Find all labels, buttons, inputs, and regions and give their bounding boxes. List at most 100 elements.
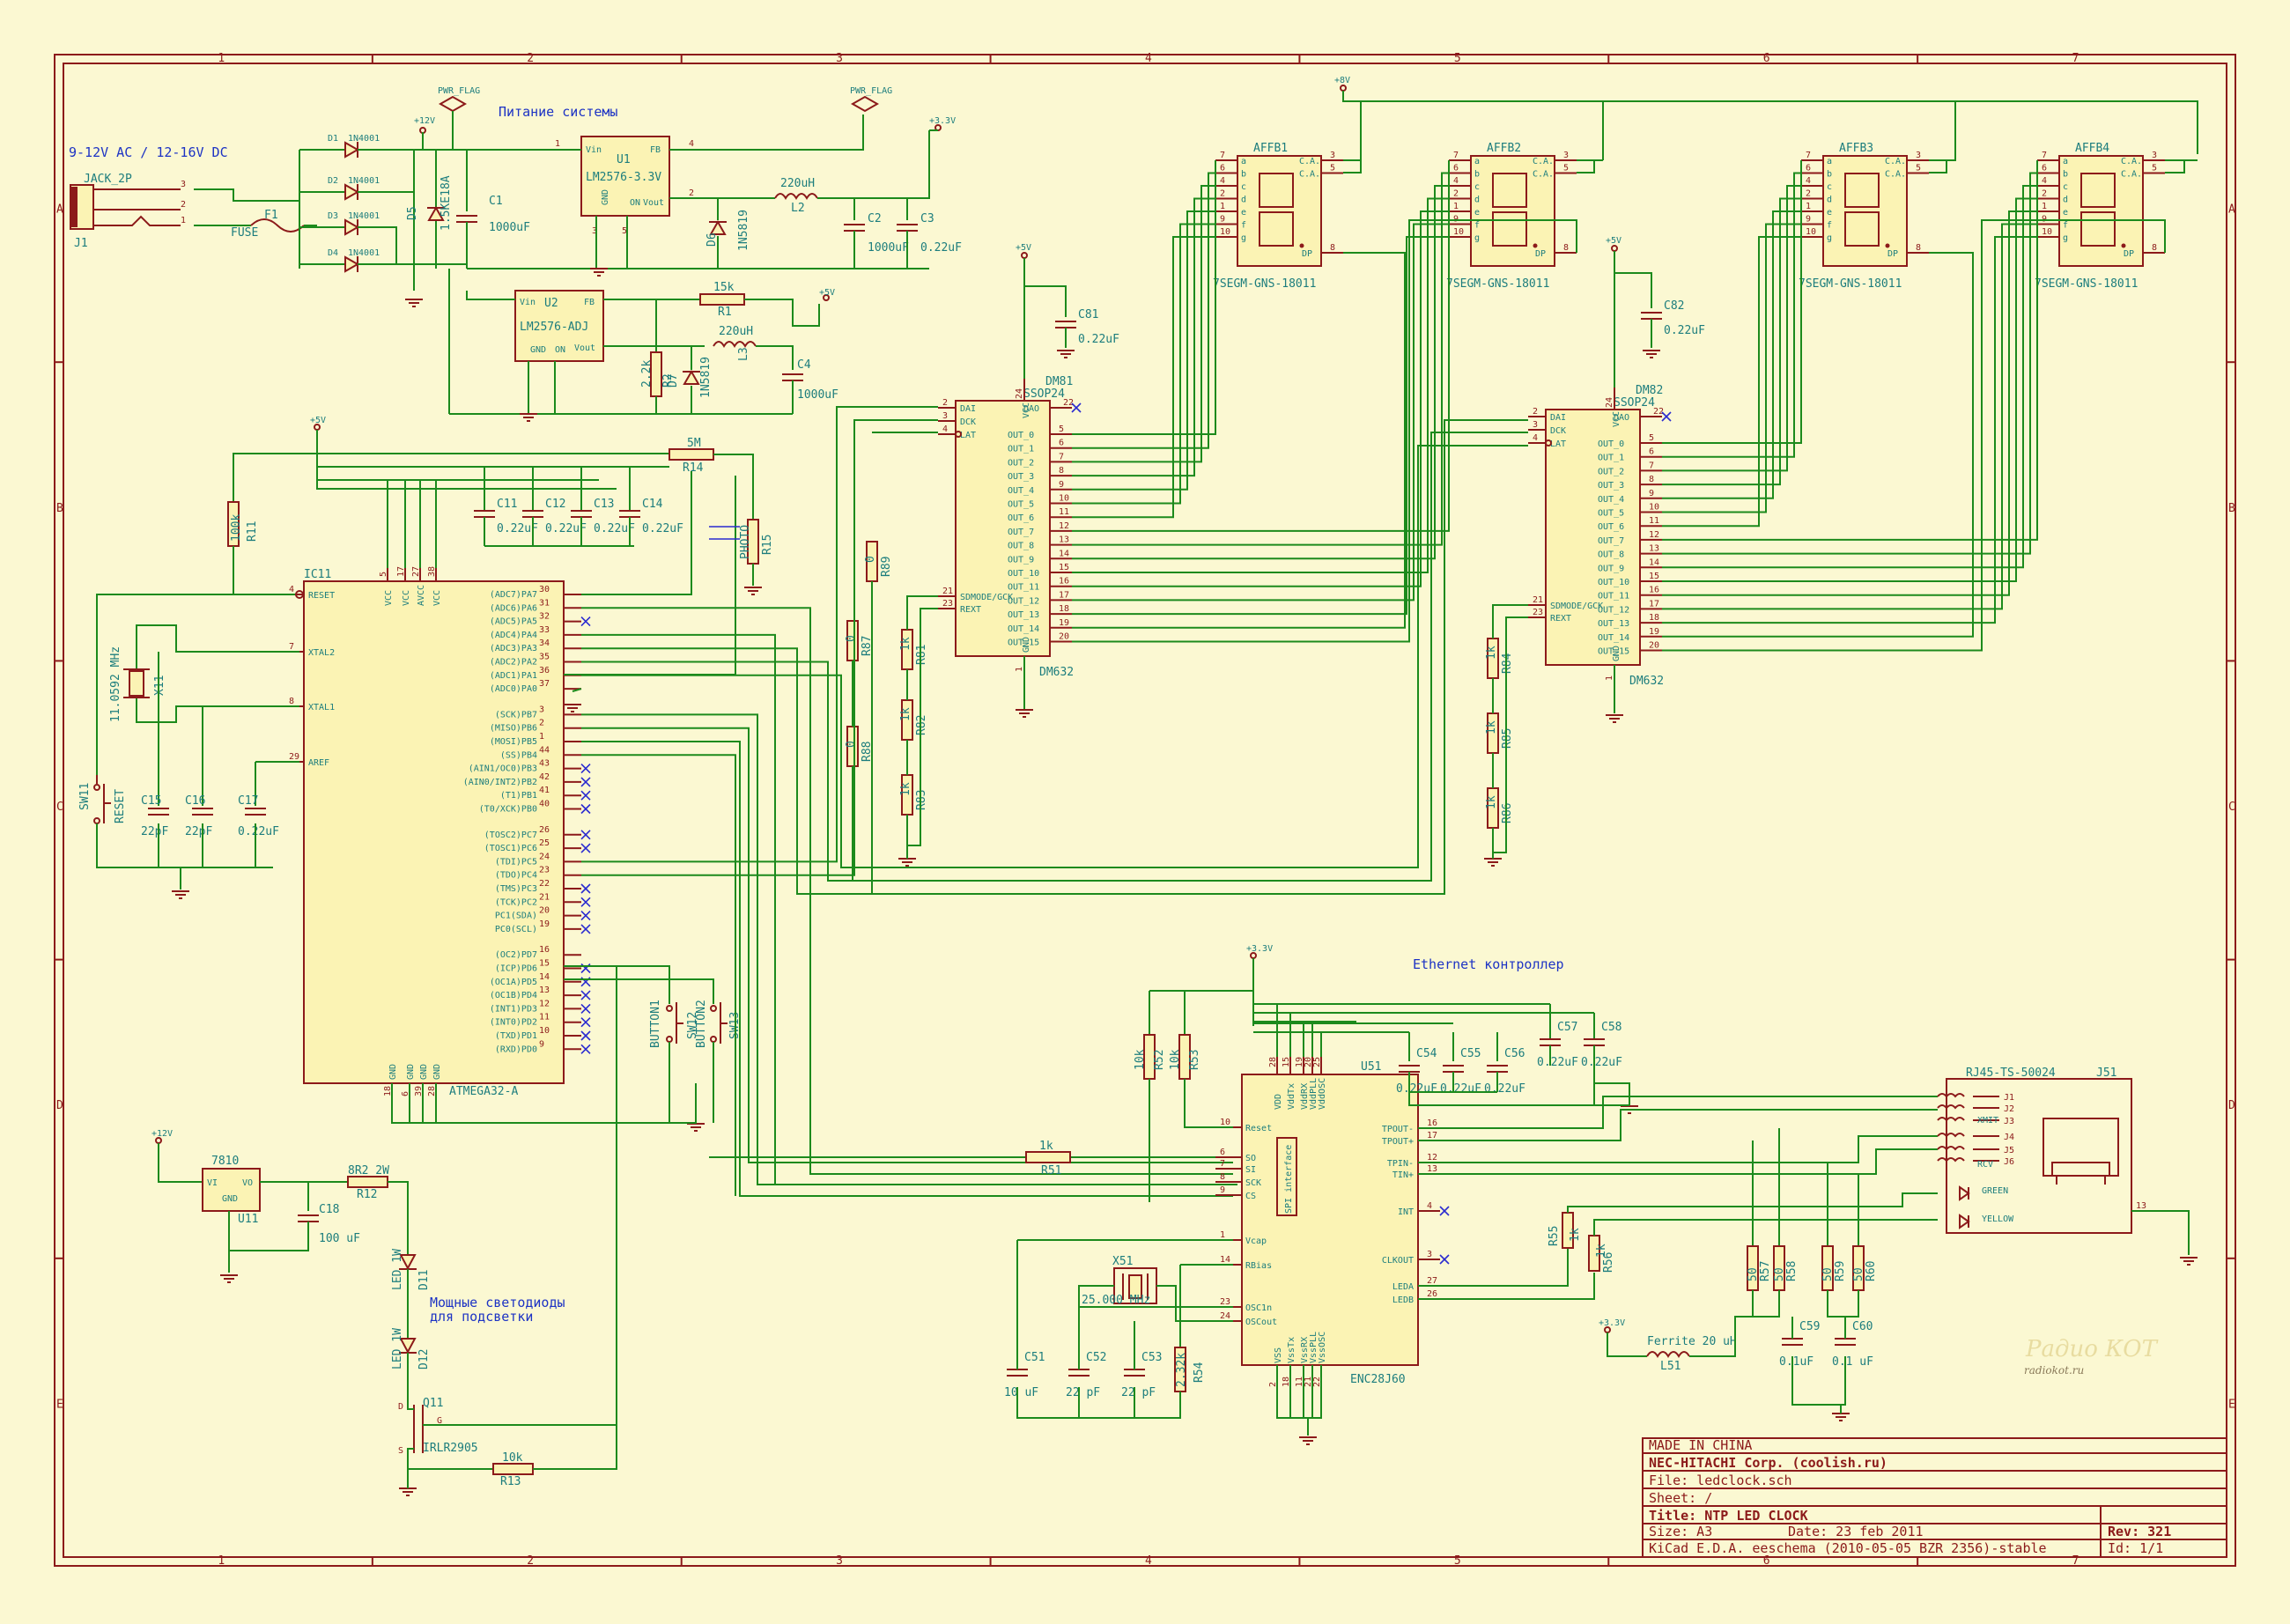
svg-text:+5V: +5V	[310, 416, 326, 425]
svg-text:24: 24	[1220, 1311, 1230, 1321]
svg-text:2: 2	[1268, 1382, 1278, 1387]
val-r88: 0	[845, 741, 858, 748]
ref-ic11: IC11	[304, 568, 331, 581]
svg-text:27: 27	[1427, 1276, 1437, 1286]
svg-text:1000uF: 1000uF	[797, 388, 838, 402]
ref-u51: U51	[1361, 1060, 1381, 1074]
svg-text:4: 4	[1533, 433, 1538, 443]
svg-text:VSS: VSS	[1274, 1347, 1283, 1363]
svg-text:10: 10	[1059, 494, 1069, 504]
svg-text:2: 2	[1453, 189, 1459, 199]
val-ic11: ATMEGA32-A	[449, 1085, 518, 1098]
svg-text:OUT_8: OUT_8	[1008, 542, 1034, 551]
button-sw13[interactable]	[710, 1002, 728, 1044]
svg-text:LAT: LAT	[1550, 439, 1566, 449]
svg-text:TIN+: TIN+	[1392, 1170, 1414, 1180]
svg-text:16: 16	[1059, 577, 1069, 587]
svg-text:OUT_3: OUT_3	[1008, 472, 1034, 482]
svg-text:7: 7	[2042, 151, 2047, 160]
val-r86: 1k	[1485, 795, 1498, 809]
svg-text:40: 40	[539, 800, 550, 809]
svg-text:30: 30	[539, 585, 550, 594]
svg-text:13: 13	[539, 985, 550, 995]
svg-text:21: 21	[1533, 595, 1543, 605]
frame-col-bottom-6: 6	[1763, 1554, 1770, 1568]
pkg-dm81: SSOP24	[1023, 388, 1065, 401]
svg-text:c: c	[1827, 182, 1832, 192]
svg-text:1: 1	[555, 139, 560, 149]
svg-text:23: 23	[539, 866, 550, 875]
svg-text:(AIN1/OC0)PB3: (AIN1/OC0)PB3	[469, 764, 537, 774]
svg-text:GND: GND	[1612, 646, 1621, 661]
svg-text:3: 3	[181, 180, 186, 189]
ref-c13: C13	[594, 498, 614, 511]
diode-d6	[709, 219, 727, 235]
frame-row-A: A	[56, 203, 63, 217]
svg-text:VddOSC: VddOSC	[1318, 1078, 1327, 1110]
svg-text:26: 26	[539, 825, 550, 835]
val-affb4: 7SEGM-GNS-18011	[2035, 277, 2138, 291]
val-r87: 0	[845, 635, 858, 642]
svg-text:14: 14	[539, 972, 550, 982]
val-r89: 0	[864, 556, 877, 563]
tb-tool: KiCad E.D.A. eeschema (2010-05-05 BZR 23…	[1649, 1540, 2047, 1556]
mcu-ic11	[303, 580, 565, 1084]
button-sw12[interactable]	[666, 1002, 683, 1044]
svg-text:LEDB: LEDB	[1392, 1296, 1414, 1305]
svg-text:b: b	[2063, 170, 2068, 180]
svg-text:OUT_14: OUT_14	[1598, 633, 1629, 643]
svg-text:3: 3	[592, 226, 597, 236]
svg-text:R13: R13	[500, 1475, 521, 1488]
val-r60: 50	[1852, 1267, 1865, 1281]
svg-text:17: 17	[1427, 1131, 1437, 1140]
svg-text:37: 37	[539, 679, 550, 689]
svg-text:e: e	[1474, 208, 1480, 218]
svg-text:Ferrite 20 uH: Ferrite 20 uH	[1647, 1335, 1737, 1348]
svg-text:14: 14	[1649, 557, 1659, 567]
svg-text:DP: DP	[1535, 249, 1546, 259]
svg-text:AREF: AREF	[308, 758, 329, 768]
svg-text:1: 1	[181, 216, 186, 225]
ref-c53: C53	[1141, 1351, 1162, 1364]
svg-text:7: 7	[1649, 461, 1654, 470]
svg-text:2: 2	[1533, 407, 1538, 417]
svg-text:4: 4	[289, 585, 294, 594]
svg-text:(TXD)PD1: (TXD)PD1	[495, 1031, 537, 1041]
svg-text:VI: VI	[207, 1178, 218, 1188]
frame-col-bottom-2: 2	[527, 1554, 534, 1568]
svg-text:(INT0)PD2: (INT0)PD2	[490, 1018, 537, 1028]
svg-text:10k: 10k	[1134, 1049, 1147, 1070]
svg-text:10: 10	[1806, 227, 1816, 237]
ref-d5: D5	[406, 206, 419, 220]
svg-text:5: 5	[1649, 433, 1654, 443]
svg-text:VCC: VCC	[402, 590, 411, 606]
ref-d3: D3	[328, 211, 338, 221]
svg-text:43: 43	[539, 759, 550, 769]
svg-text:Vin: Vin	[586, 145, 602, 155]
svg-text:32: 32	[539, 612, 550, 622]
svg-text:22: 22	[1063, 398, 1074, 408]
svg-text:23: 23	[942, 599, 953, 609]
pkg-dm82: SSOP24	[1614, 396, 1655, 410]
svg-text:5: 5	[1563, 164, 1569, 173]
svg-text:XTAL2: XTAL2	[308, 648, 335, 658]
val-d1: 1N4001	[348, 134, 380, 144]
val-u2: LM2576-ADJ	[520, 321, 588, 334]
svg-text:3: 3	[1916, 151, 1921, 160]
svg-text:ON: ON	[630, 198, 640, 208]
svg-text:8: 8	[289, 697, 294, 706]
svg-text:(TOSC1)PC6: (TOSC1)PC6	[484, 844, 537, 853]
svg-text:24: 24	[539, 852, 550, 861]
svg-text:d: d	[1241, 196, 1246, 205]
svg-text:BUTTON1: BUTTON1	[649, 1000, 662, 1048]
svg-text:C.A.: C.A.	[1533, 170, 1554, 180]
svg-text:3: 3	[539, 705, 544, 714]
svg-text:1: 1	[2042, 202, 2047, 211]
svg-text:(TMS)PC3: (TMS)PC3	[495, 884, 537, 894]
svg-text:OUT_10: OUT_10	[1008, 569, 1039, 579]
svg-text:OUT_15: OUT_15	[1598, 647, 1629, 657]
rj45-j51[interactable]	[1946, 1078, 2132, 1234]
svg-text:15: 15	[1282, 1057, 1291, 1067]
comment-input-voltage: 9-12V AC / 12-16V DC	[69, 144, 228, 160]
svg-text:4: 4	[689, 139, 694, 149]
